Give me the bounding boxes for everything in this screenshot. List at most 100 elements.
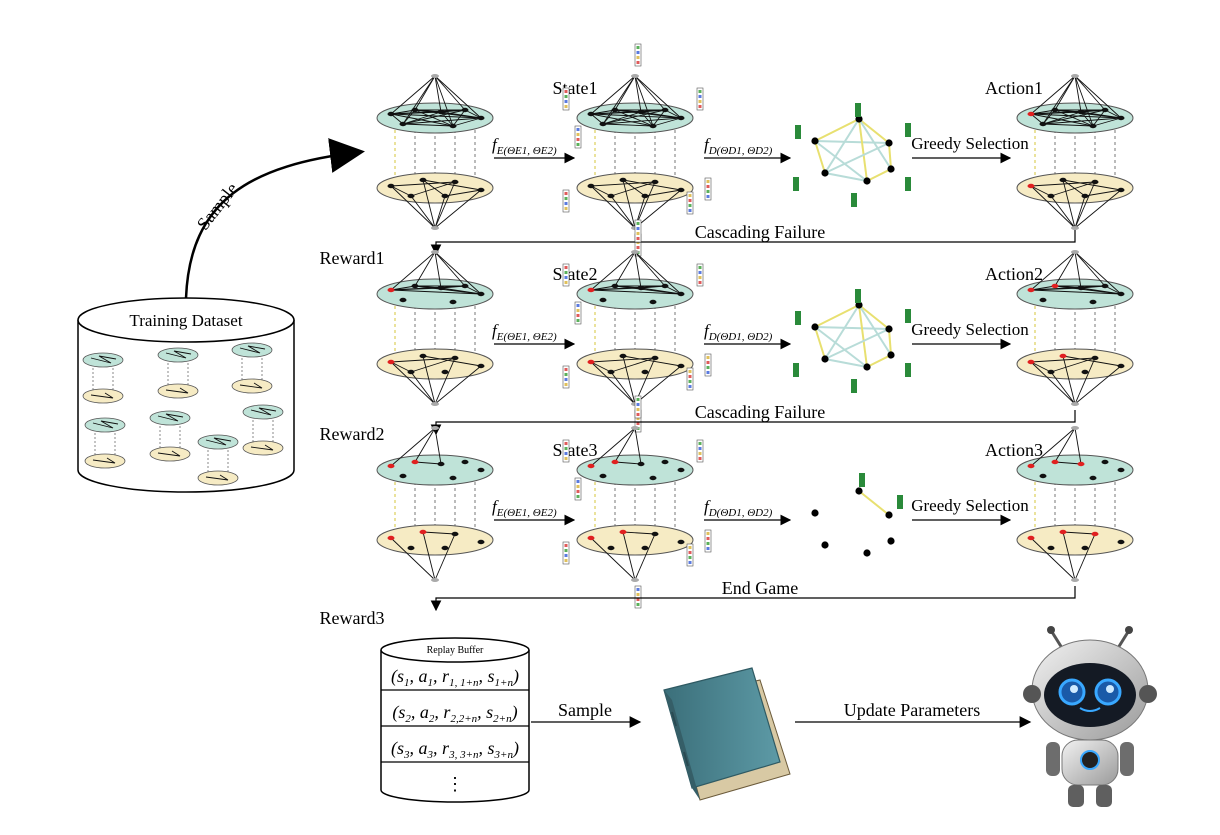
network-node <box>611 459 619 465</box>
decoder-label: fD(ΘD1, ΘD2) <box>704 321 773 343</box>
network-node <box>1117 291 1125 297</box>
mini-network <box>82 352 124 404</box>
network-node <box>677 363 685 369</box>
score-bar <box>851 193 857 207</box>
network-node <box>387 183 395 189</box>
network-node <box>387 359 395 365</box>
lower-layer <box>1016 524 1134 556</box>
replay-buffer: Replay Buffer (s1, a1, r1, 1+n, s1+n) (s… <box>380 637 530 803</box>
score-bar <box>855 103 861 117</box>
network-node <box>449 475 457 481</box>
state-label-3: State3 <box>553 440 598 460</box>
network-node <box>1091 179 1099 185</box>
decoder-node <box>811 137 819 145</box>
network-node <box>651 531 659 537</box>
network-node <box>611 283 619 289</box>
network-node <box>1039 121 1047 127</box>
score-bar <box>793 363 799 377</box>
decoder-node <box>811 323 819 331</box>
decoder-node <box>821 355 829 363</box>
network-node <box>1091 355 1099 361</box>
network-node <box>587 183 595 189</box>
dataset-sample-label: Sample <box>193 179 242 234</box>
network-node <box>1081 369 1089 375</box>
feature-vector <box>562 263 570 287</box>
score-bar <box>795 311 801 325</box>
feature-vector <box>574 477 582 501</box>
mini-network <box>149 410 191 462</box>
decoder-edge <box>858 118 890 144</box>
mini-network <box>242 404 284 456</box>
mini-network <box>157 347 199 399</box>
initial-network <box>376 74 494 230</box>
decoder-node <box>863 177 871 185</box>
network-node <box>1051 107 1059 113</box>
network-node <box>461 283 469 289</box>
network-node <box>619 177 627 183</box>
greedy-label: Greedy Selection <box>911 320 1029 339</box>
decoder-edge <box>814 118 860 142</box>
network-node <box>1101 107 1109 113</box>
decoder-edge <box>824 118 860 174</box>
action-label-1: Action1 <box>985 78 1043 98</box>
network-node <box>451 355 459 361</box>
network-node <box>619 353 627 359</box>
network-node <box>1077 461 1085 467</box>
network-node <box>1117 115 1125 121</box>
network-node <box>449 123 457 129</box>
decoder-node <box>855 487 863 495</box>
decoder-edge <box>814 140 868 182</box>
replay-row-1: (s1, a1, r1, 1+n, s1+n) <box>391 666 519 689</box>
decoder-node <box>887 351 895 359</box>
score-bar <box>905 123 911 137</box>
transition-label-2: Cascading Failure <box>695 402 825 422</box>
network-node <box>599 121 607 127</box>
decoder-edge <box>814 326 826 360</box>
network-node <box>611 107 619 113</box>
decoder-edge <box>814 326 868 368</box>
score-bar <box>905 177 911 191</box>
network-node <box>419 529 427 535</box>
network-node <box>441 369 449 375</box>
network-node <box>649 475 657 481</box>
network-node <box>437 109 445 115</box>
book-icon <box>663 667 791 801</box>
decoder-node <box>821 541 829 549</box>
decoder-edge <box>858 304 892 356</box>
network-node <box>387 535 395 541</box>
training-dataset-cylinder: Training Dataset <box>77 297 295 493</box>
decoder-edge <box>858 118 868 182</box>
score-bar <box>793 177 799 191</box>
network-node <box>641 193 649 199</box>
network-node <box>587 463 595 469</box>
network-node <box>661 107 669 113</box>
network-node <box>1051 459 1059 465</box>
network-node <box>399 297 407 303</box>
network-node <box>1047 545 1055 551</box>
decoder-node <box>855 115 863 123</box>
feature-vector <box>686 543 694 567</box>
decoder-edge <box>866 354 892 368</box>
network-node <box>419 353 427 359</box>
network-node <box>1089 123 1097 129</box>
replay-row-2: (s2, a2, r2,2+n, s2+n) <box>392 702 517 725</box>
replay-row-3: (s3, a3, r3, 3+n, s3+n) <box>391 738 519 761</box>
network-node <box>649 123 657 129</box>
feature-vector <box>562 365 570 389</box>
decoder-label: fD(ΘD1, ΘD2) <box>704 497 773 519</box>
upper-layer <box>1016 454 1134 486</box>
network-node <box>1117 539 1125 545</box>
state-network-3 <box>562 395 712 609</box>
buffer-sample-label: Sample <box>558 700 612 720</box>
mini-network <box>197 434 239 486</box>
network-node <box>641 545 649 551</box>
network-node <box>637 109 645 115</box>
transition-label-1: Cascading Failure <box>695 222 825 242</box>
network-node <box>477 467 485 473</box>
network-node <box>587 535 595 541</box>
decoder-edge <box>824 304 860 360</box>
dataset-mini-networks <box>82 342 284 486</box>
feature-vector <box>562 189 570 213</box>
